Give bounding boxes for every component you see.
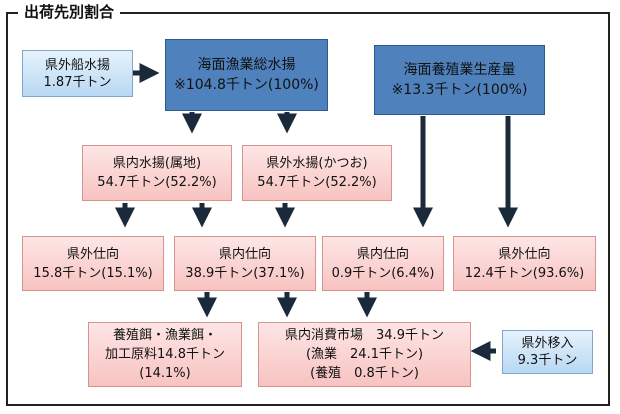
- node-ship-in-1-line2: 38.9千トン(37.1%): [185, 265, 305, 281]
- node-market-line3: (養殖 0.8千トン): [310, 366, 419, 381]
- node-out-landing-line2: 54.7千トン(52.2%): [257, 175, 377, 190]
- node-imports-line1: 県外移入: [521, 336, 574, 351]
- node-market-line2: (漁業 24.1千トン): [305, 347, 424, 362]
- node-feed-line2: 加工原料14.8千トン: [105, 347, 225, 362]
- node-out-landing-line1: 県外水揚(かつお): [266, 156, 368, 171]
- node-ship-out-1-line2: 15.8千トン(15.1%): [33, 265, 153, 281]
- node-ship-in-2-line2: 0.9千トン(6.4%): [331, 265, 435, 281]
- node-pref-landing-line1: 県内水揚(属地): [112, 156, 202, 171]
- node-pref-landing-line2: 54.7千トン(52.2%): [97, 175, 217, 190]
- node-ship-in-1-line1: 県内仕向: [218, 246, 271, 262]
- node-total-landing-line1: 海面漁業総水揚: [197, 57, 296, 73]
- node-market: 県内消費市場 34.9千トン (漁業 24.1千トン) (養殖 0.8千トン): [258, 322, 471, 387]
- node-imports-line2: 9.3千トン: [517, 353, 578, 368]
- diagram-frame: [6, 12, 610, 406]
- node-aquaculture: 海面養殖業生産量 ※13.3千トン(100%): [374, 45, 545, 115]
- node-ship-out-2: 県外仕向 12.4千トン(93.6%): [453, 236, 596, 291]
- node-total-landing: 海面漁業総水揚 ※104.8千トン(100%): [165, 39, 328, 111]
- node-ship-out-1-line1: 県外仕向: [66, 246, 119, 262]
- node-market-line1: 県内消費市場 34.9千トン: [285, 328, 444, 343]
- node-out-boats-line1: 県外船水揚: [44, 57, 110, 73]
- node-imports: 県外移入 9.3千トン: [502, 330, 593, 374]
- node-feed-line3: (14.1%): [139, 366, 191, 381]
- node-aquaculture-line2: ※13.3千トン(100%): [391, 82, 528, 98]
- diagram-title: 出荷先別割合: [18, 3, 121, 21]
- node-ship-in-2-line1: 県内仕向: [356, 246, 409, 262]
- node-ship-in-1: 県内仕向 38.9千トン(37.1%): [174, 236, 316, 291]
- node-feed: 養殖餌・漁業餌・ 加工原料14.8千トン (14.1%): [88, 322, 242, 387]
- node-total-landing-line2: ※104.8千トン(100%): [174, 77, 319, 93]
- node-ship-out-2-line1: 県外仕向: [498, 246, 551, 262]
- node-out-boats-line2: 1.87千トン: [43, 74, 112, 90]
- node-aquaculture-line1: 海面養殖業生産量: [403, 62, 516, 78]
- node-ship-out-1: 県外仕向 15.8千トン(15.1%): [22, 236, 164, 291]
- node-pref-landing: 県内水揚(属地) 54.7千トン(52.2%): [82, 145, 232, 201]
- node-feed-line1: 養殖餌・漁業餌・: [112, 328, 217, 343]
- node-ship-in-2: 県内仕向 0.9千トン(6.4%): [322, 236, 444, 291]
- node-out-landing: 県外水揚(かつお) 54.7千トン(52.2%): [242, 145, 392, 201]
- node-ship-out-2-line2: 12.4千トン(93.6%): [464, 265, 585, 281]
- node-out-boats: 県外船水揚 1.87千トン: [22, 50, 133, 97]
